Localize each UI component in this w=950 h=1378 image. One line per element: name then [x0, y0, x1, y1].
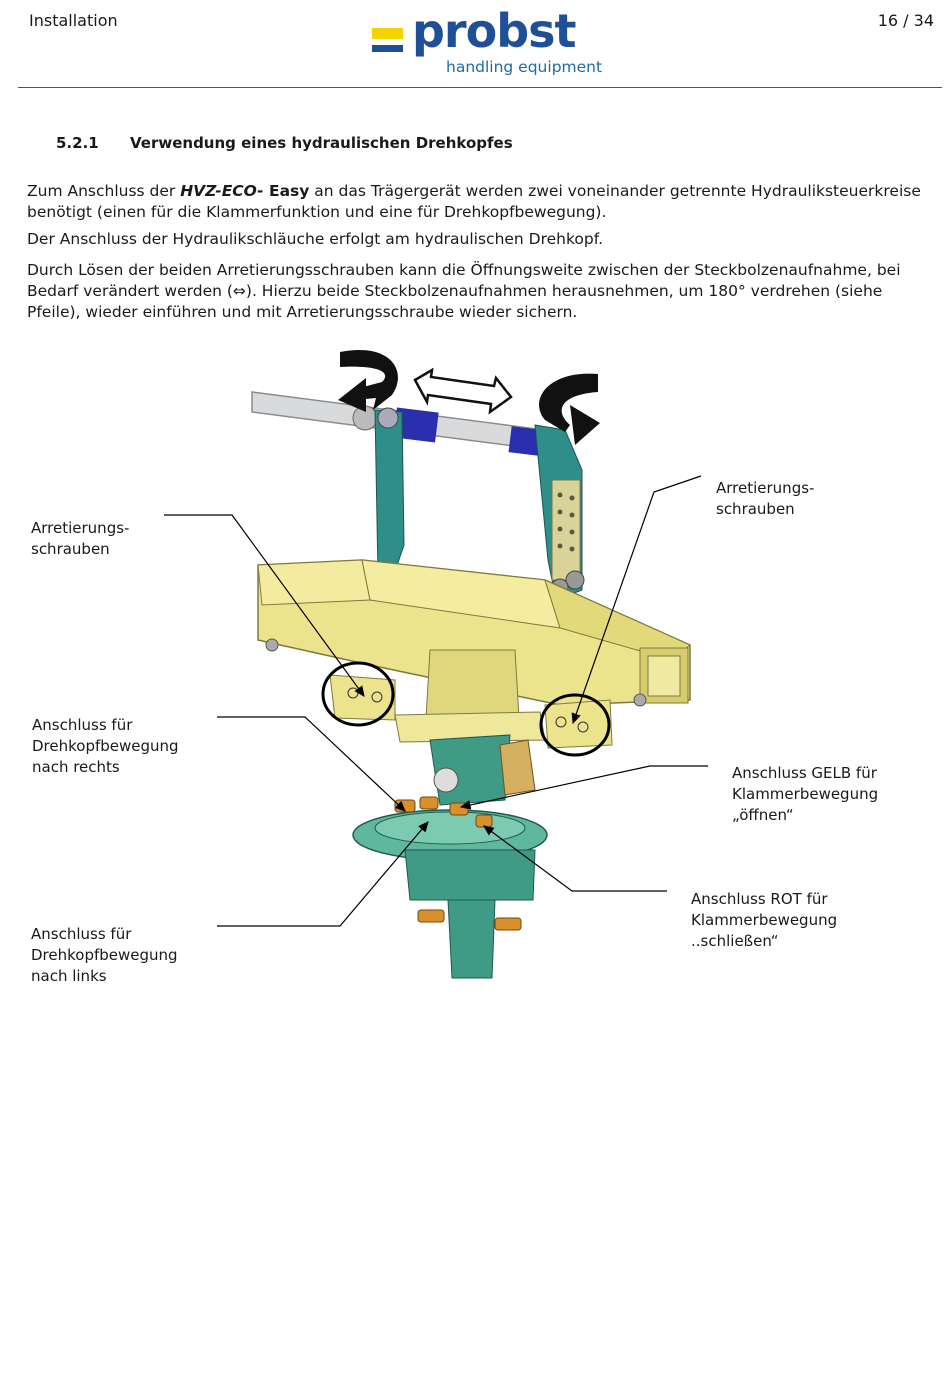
rotate-arrow-left-icon	[338, 350, 398, 412]
leader-rotate-left	[217, 821, 429, 927]
product-name-italic: HVZ-ECO-	[180, 182, 264, 200]
logo-bars-icon	[372, 28, 403, 52]
right-pin-bracket	[534, 424, 585, 601]
leader-lock-right	[571, 475, 702, 725]
frame-crossbeam	[257, 559, 691, 749]
highlight-lock-left	[321, 661, 395, 727]
left-pin-bracket	[374, 407, 405, 587]
logo-tagline: handling equipment	[446, 58, 603, 76]
callout-lock-screws-left: Arretierungs-schrauben	[31, 519, 130, 558]
lock-screws-right	[555, 716, 589, 733]
paragraph-connection: Zum Anschluss der HVZ-ECO- Easy an das T…	[27, 182, 921, 221]
logo-wordmark: probst	[412, 4, 577, 58]
callout-lock-screws-right: Arretierungs-schrauben	[716, 479, 815, 518]
paragraph-hoses: Der Anschluss der Hydraulikschläuche erf…	[27, 230, 604, 248]
highlight-lock-right	[539, 693, 611, 757]
header-section-title: Installation	[29, 11, 118, 30]
product-name-bold: Easy	[263, 182, 310, 200]
section-number: 5.2.1	[56, 134, 99, 152]
hydraulic-rotator	[352, 734, 548, 979]
section-title: Verwendung eines hydraulischen Drehkopfe…	[130, 134, 513, 152]
page-number: 16 / 34	[877, 11, 934, 30]
double-arrow-icon: ⇔	[232, 282, 246, 300]
pin-shaft	[251, 391, 561, 456]
leader-yellow	[459, 765, 708, 810]
width-double-arrow-icon	[413, 367, 513, 415]
rotator-illustration	[164, 350, 708, 979]
leader-red	[483, 825, 667, 892]
header-divider	[18, 87, 942, 88]
paragraph-adjustment: Durch Lösen der beiden Arretierungsschra…	[27, 261, 901, 321]
leader-lock-left	[164, 514, 365, 697]
leader-rotate-right	[217, 716, 406, 812]
rotate-arrow-right-icon	[539, 373, 600, 445]
probst-logo	[372, 14, 602, 80]
